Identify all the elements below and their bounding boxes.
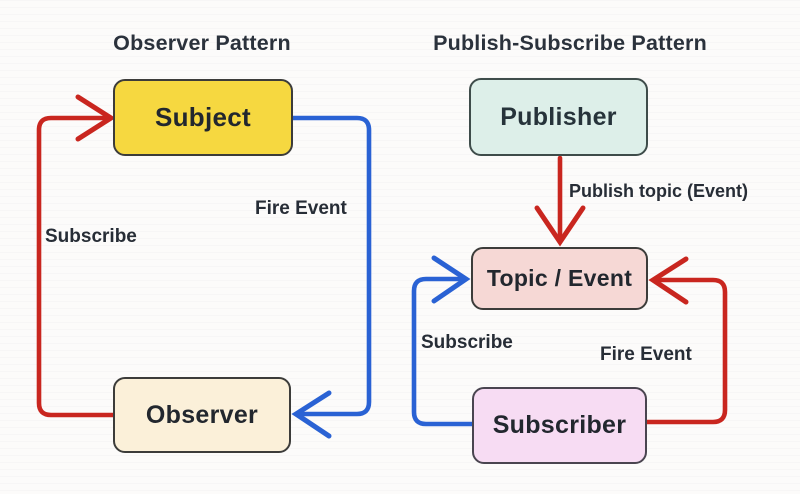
pubsub-fire-event-arrow-shaft	[644, 277, 728, 425]
pubsub-fire-event-edge-label: Fire Event	[600, 344, 692, 365]
fire-event-arrow	[290, 115, 372, 439]
pubsub-fire-event-arrow	[644, 256, 728, 425]
subscribe-edge-label: Subscribe	[45, 226, 137, 247]
fire-event-arrow-shaft	[290, 115, 372, 417]
publish-topic-arrow	[534, 155, 586, 247]
publish-topic-arrowhead-icon	[534, 205, 586, 247]
fire-event-edge-label: Fire Event	[255, 198, 347, 219]
subscriber-node: Subscriber	[472, 387, 647, 464]
subject-node: Subject	[113, 79, 293, 156]
publisher-node: Publisher	[469, 78, 648, 156]
subject-node-label: Subject	[154, 102, 251, 132]
pubsub-subscribe-arrowhead-icon	[431, 255, 471, 304]
pubsub-subscribe-arrow	[411, 255, 475, 427]
fire-event-arrowhead-icon	[291, 390, 332, 439]
pubsub-subscribe-arrow-shaft	[411, 276, 475, 427]
observer-node-label: Observer	[145, 400, 259, 429]
subscribe-arrow	[36, 94, 116, 418]
pubsub-subscribe-edge-label: Subscribe	[421, 332, 513, 353]
topic-event-node: Topic / Event	[471, 247, 648, 310]
subscribe-arrowhead-icon	[75, 94, 116, 142]
pubsub-pattern-title: Publish-Subscribe Pattern	[433, 31, 707, 55]
observer-node: Observer	[113, 377, 291, 453]
subscriber-node-label: Subscriber	[492, 411, 627, 439]
topic-event-node-label: Topic / Event	[486, 265, 633, 291]
observer-pattern-title: Observer Pattern	[113, 31, 291, 55]
subscribe-arrow-shaft	[36, 115, 116, 418]
publish-topic-edge-label: Publish topic (Event)	[569, 181, 749, 201]
publisher-node-label: Publisher	[500, 102, 617, 131]
pubsub-fire-event-arrowhead-icon	[648, 256, 689, 305]
